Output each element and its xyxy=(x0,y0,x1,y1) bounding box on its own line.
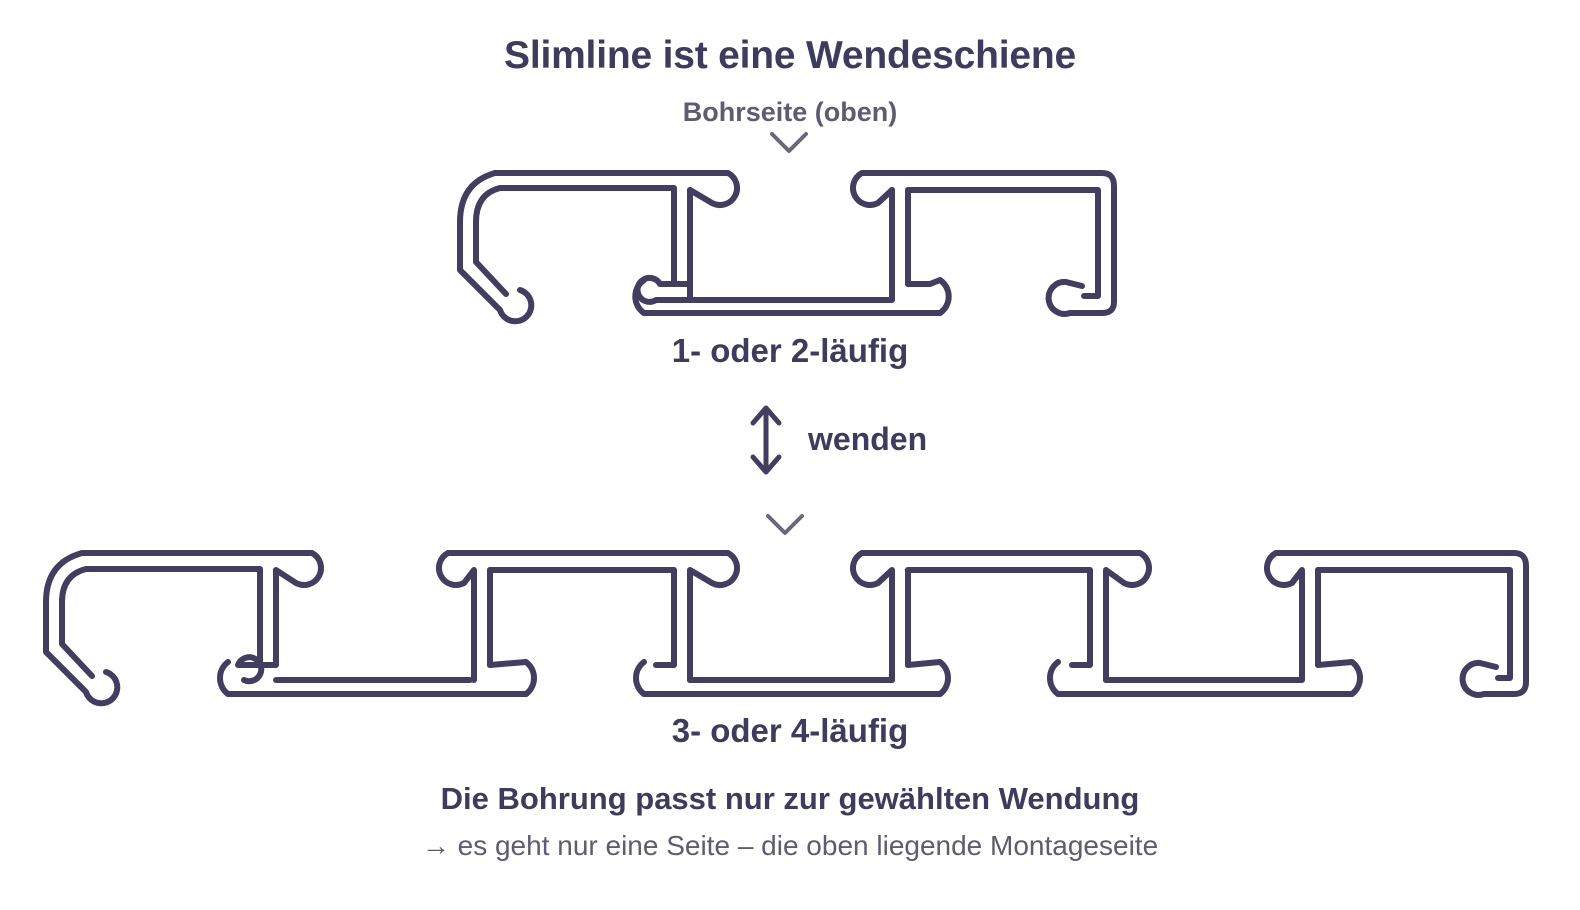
flip-label: wenden xyxy=(808,421,928,457)
rail-profile-3-4-track xyxy=(43,550,1529,707)
profile-label-1-2-track: 1- oder 2-läufig xyxy=(671,332,909,369)
profile-chamber-1 xyxy=(79,550,324,685)
profile-chamber-4 xyxy=(1273,550,1529,698)
profile-label-3-4-track: 3- oder 4-läufig xyxy=(671,712,909,749)
drill-side-label: Bohrseite (oben) xyxy=(682,97,898,127)
conclusion-heading: Die Bohrung passt nur zur gewählten Wend… xyxy=(440,781,1140,816)
profile-chamber-left xyxy=(492,170,740,305)
profile-center-channel xyxy=(687,187,895,303)
profile-chamber-2 xyxy=(445,550,740,683)
double-arrow-vertical-icon xyxy=(750,405,782,475)
chevron-down-icon xyxy=(770,132,808,153)
profile-chamber-3 xyxy=(859,550,1152,683)
chevron-down-icon xyxy=(766,514,804,535)
page-title: Slimline ist eine Wendeschiene xyxy=(504,34,1076,77)
profile-chamber-right xyxy=(859,170,1117,317)
conclusion-detail: → es geht nur eine Seite – die oben lieg… xyxy=(421,830,1159,861)
rail-profile-1-2-track xyxy=(457,170,1117,325)
